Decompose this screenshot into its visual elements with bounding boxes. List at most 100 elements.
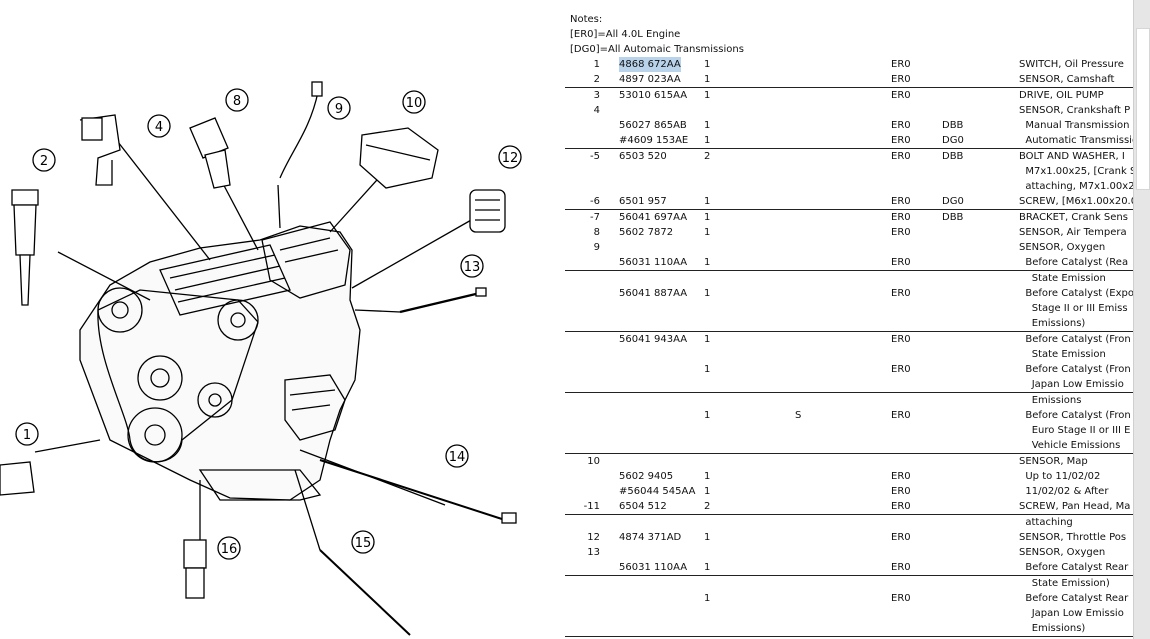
engine-code: ER0 — [891, 593, 911, 604]
quantity: 1 — [704, 471, 711, 482]
item-number: 1 — [593, 59, 600, 70]
description: SCREW, [M6x1.00x20.0 — [1019, 196, 1133, 207]
description: DRIVE, OIL PUMP — [1019, 90, 1104, 101]
table-row[interactable]: Japan Low Emissio — [565, 377, 1133, 392]
engine-code: ER0 — [891, 486, 911, 497]
table-row[interactable]: Emissions) — [565, 316, 1133, 331]
table-row[interactable]: 9 SENSOR, Oxygen — [565, 240, 1133, 255]
quantity: 1 — [704, 212, 711, 223]
engine-code: ER0 — [891, 59, 911, 70]
item-number: -7 — [590, 212, 600, 223]
quantity: 1 — [704, 196, 711, 207]
engine-code: ER0 — [891, 562, 911, 573]
callout-label: 9 — [335, 102, 343, 117]
description: SENSOR, Oxygen — [1019, 242, 1106, 253]
table-row[interactable]: Japan Low Emissio — [565, 606, 1133, 621]
description: Before Catalyst Rear — [1019, 562, 1129, 573]
part-number: 56031 110AA — [619, 562, 688, 573]
callout-circle — [498, 145, 522, 169]
quantity: 2 — [704, 501, 711, 512]
scrollbar-thumb[interactable] — [1136, 28, 1150, 190]
quantity: 1 — [704, 257, 711, 268]
table-row[interactable]: 13 SENSOR, Oxygen — [565, 545, 1133, 560]
description: Before Catalyst (Fron — [1019, 410, 1131, 421]
description: BRACKET, Crank Sens — [1019, 212, 1128, 223]
description: State Emission — [1019, 273, 1106, 284]
table-row[interactable]: State Emission) — [565, 575, 1133, 591]
engine-code: ER0 — [891, 288, 911, 299]
table-row[interactable]: State Emission — [565, 270, 1133, 286]
part-number: 56031 110AA — [619, 257, 688, 268]
trans-code: DG0 — [942, 196, 964, 207]
description: SENSOR, Map — [1019, 456, 1088, 467]
item-number: 13 — [587, 547, 600, 558]
engine-code: ER0 — [891, 212, 911, 223]
callout-label: 1 — [23, 428, 31, 443]
description: State Emission) — [1019, 578, 1110, 589]
part-number: #4609 153AE — [619, 135, 689, 146]
item-number: 4 — [593, 105, 600, 116]
trans-code: DBB — [942, 151, 964, 162]
table-row[interactable]: Emissions — [565, 392, 1133, 408]
description: SWITCH, Oil Pressure — [1019, 59, 1124, 70]
quantity: 1 — [704, 90, 711, 101]
callout-label: 15 — [355, 536, 372, 551]
table-row[interactable]: Stage II or III Emiss — [565, 301, 1133, 316]
engine-code: ER0 — [891, 120, 911, 131]
callout-label: 14 — [449, 450, 466, 465]
notes-section: Notes:[ER0]=All 4.0L Engine[DG0]=All Aut… — [565, 12, 1133, 57]
engine-code: ER0 — [891, 227, 911, 238]
table-row[interactable]: attaching — [565, 514, 1133, 530]
engine-code: ER0 — [891, 135, 911, 146]
callout-label: 12 — [502, 151, 519, 166]
engine-code: ER0 — [891, 151, 911, 162]
callout-circle — [225, 88, 249, 112]
description: Up to 11/02/02 — [1019, 471, 1101, 482]
note-line: Notes: — [570, 14, 603, 25]
table-row[interactable]: State Emission — [565, 347, 1133, 362]
table-row[interactable]: 14SENSOR, Oxygen — [565, 636, 1133, 639]
description: attaching, M7x1.00x2 — [1019, 181, 1133, 192]
item-number: 9 — [593, 242, 600, 253]
quantity: 1 — [704, 120, 711, 131]
quantity: 1 — [704, 364, 711, 375]
vertical-scrollbar[interactable] — [1133, 0, 1150, 639]
callout-circle — [15, 422, 39, 446]
table-row[interactable]: M7x1.00x25, [Crank S — [565, 164, 1133, 179]
description: Emissions) — [1019, 623, 1086, 634]
callout-label: 2 — [40, 154, 48, 169]
description: SENSOR, Oxygen — [1019, 547, 1106, 558]
table-row[interactable]: Euro Stage II or III E — [565, 423, 1133, 438]
part-number: 5602 7872 — [619, 227, 674, 238]
note-line: [ER0]=All 4.0L Engine — [570, 29, 681, 40]
table-row[interactable]: attaching, M7x1.00x2 — [565, 179, 1133, 194]
engine-code: ER0 — [891, 410, 911, 421]
table-row[interactable]: Emissions) — [565, 621, 1133, 636]
table-row[interactable]: Vehicle Emissions — [565, 438, 1133, 453]
engine-code: ER0 — [891, 501, 911, 512]
description: Before Catalyst (Fron — [1019, 334, 1131, 345]
description: Japan Low Emissio — [1019, 379, 1124, 390]
